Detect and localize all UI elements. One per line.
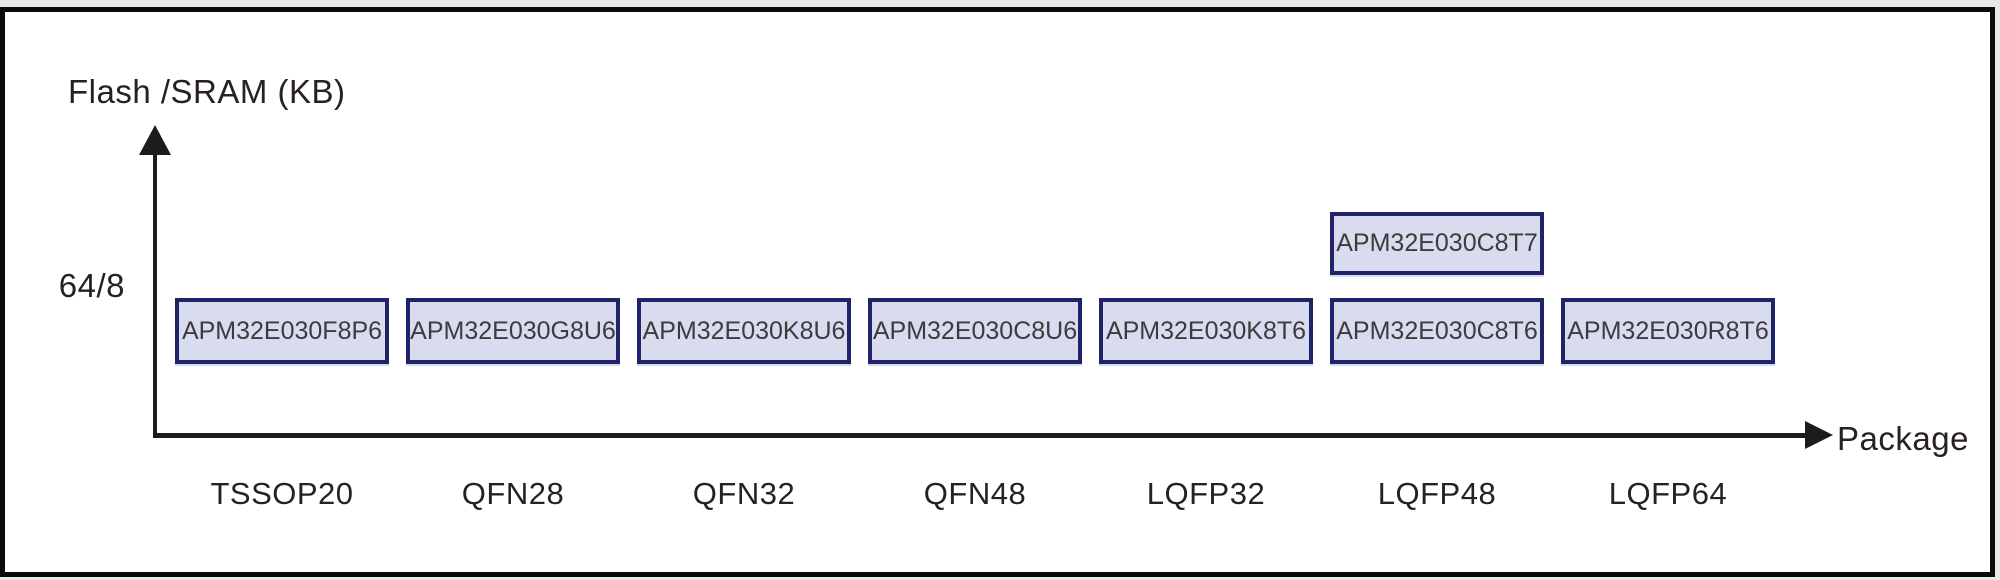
part-number-label: APM32E030C8T6	[1336, 316, 1538, 345]
y-axis-line	[153, 152, 157, 437]
part-box-apm32e030c8u6: APM32E030C8U6	[868, 298, 1082, 364]
part-number-label: APM32E030K8U6	[642, 316, 846, 345]
x-axis-title: Package	[1837, 420, 1969, 457]
x-axis-line	[153, 433, 1805, 438]
part-number-label: APM32E030R8T6	[1567, 316, 1769, 345]
part-number-label: APM32E030F8P6	[181, 316, 383, 345]
part-box-apm32e030r8t6: APM32E030R8T6	[1561, 298, 1775, 364]
part-box-apm32e030k8u6: APM32E030K8U6	[637, 298, 851, 364]
x-tick-tssop20: TSSOP20	[210, 476, 354, 511]
part-box-apm32e030g8u6: APM32E030G8U6	[406, 298, 620, 364]
part-number-label: APM32E030C8U6	[872, 316, 1078, 345]
part-number-label: APM32E030G8U6	[410, 316, 616, 345]
part-box-apm32e030c8t7: APM32E030C8T7	[1330, 212, 1544, 275]
x-tick-lqfp64: LQFP64	[1608, 476, 1728, 511]
y-tick-64-8: 64/8	[58, 267, 125, 304]
part-number-label: APM32E030C8T7	[1336, 229, 1538, 257]
part-number-label: APM32E030K8T6	[1105, 316, 1307, 345]
x-tick-lqfp48: LQFP48	[1377, 476, 1497, 511]
x-tick-qfn28: QFN28	[461, 476, 565, 511]
x-axis-arrowhead-icon	[1805, 421, 1833, 449]
x-tick-qfn48: QFN48	[923, 476, 1027, 511]
part-box-apm32e030c8t6: APM32E030C8T6	[1330, 298, 1544, 364]
y-axis-title: Flash /SRAM (KB)	[68, 73, 346, 110]
diagram-frame: Flash /SRAM (KB) 64/8 Package APM32E030F…	[0, 7, 1995, 577]
part-box-apm32e030k8t6: APM32E030K8T6	[1099, 298, 1313, 364]
x-tick-lqfp32: LQFP32	[1146, 476, 1266, 511]
x-tick-qfn32: QFN32	[692, 476, 796, 511]
y-axis-arrowhead-icon	[139, 125, 171, 155]
part-box-apm32e030f8p6: APM32E030F8P6	[175, 298, 389, 364]
